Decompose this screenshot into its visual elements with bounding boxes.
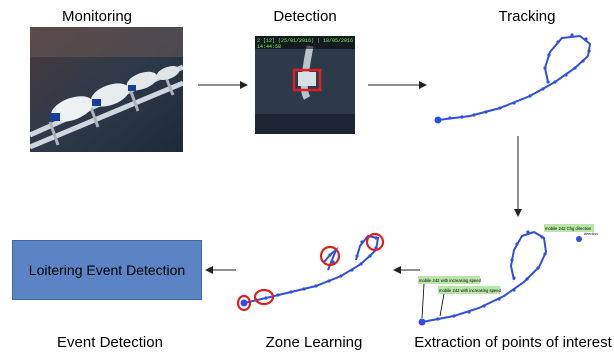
loitering-event-label: Loitering Event Detection xyxy=(28,262,186,278)
tag-increasing-speed-1: mobile 242 with increasing speed xyxy=(419,278,482,283)
detection-overlay-line1: 2 [12] (25/01/2016) | 18/05/2016 xyxy=(257,38,353,44)
detection-overlay-line2: 14:44:58 xyxy=(257,44,281,50)
monitoring-photo xyxy=(30,27,183,152)
detection-bounding-box xyxy=(292,68,322,92)
loitering-event-box: Loitering Event Detection xyxy=(12,240,202,300)
zone-highlight-circles xyxy=(236,232,385,312)
tracking-title: Tracking xyxy=(498,8,556,25)
event-detection-title: Event Detection xyxy=(57,334,163,351)
tag-increasing-speed-2: mobile 242 with increasing speed xyxy=(439,288,502,293)
camera-icon xyxy=(50,66,180,122)
tag-change-direction: mobile 242 Chg direction xyxy=(545,226,592,231)
detection-title: Detection xyxy=(273,8,337,25)
detection-frame: 2 [12] (25/01/2016) | 18/05/2016 14:44:5… xyxy=(255,36,355,134)
extraction-title: Extraction of points of interest xyxy=(414,334,612,351)
tracking-trajectory xyxy=(430,30,600,130)
zone-learning-title: Zone Learning xyxy=(265,334,363,351)
tag-direction-side: direction xyxy=(584,232,598,236)
zone-learning-plot xyxy=(236,228,392,318)
monitoring-title: Monitoring xyxy=(61,8,133,25)
extraction-plot: mobile 242 Chg direction direction mobil… xyxy=(414,222,610,332)
